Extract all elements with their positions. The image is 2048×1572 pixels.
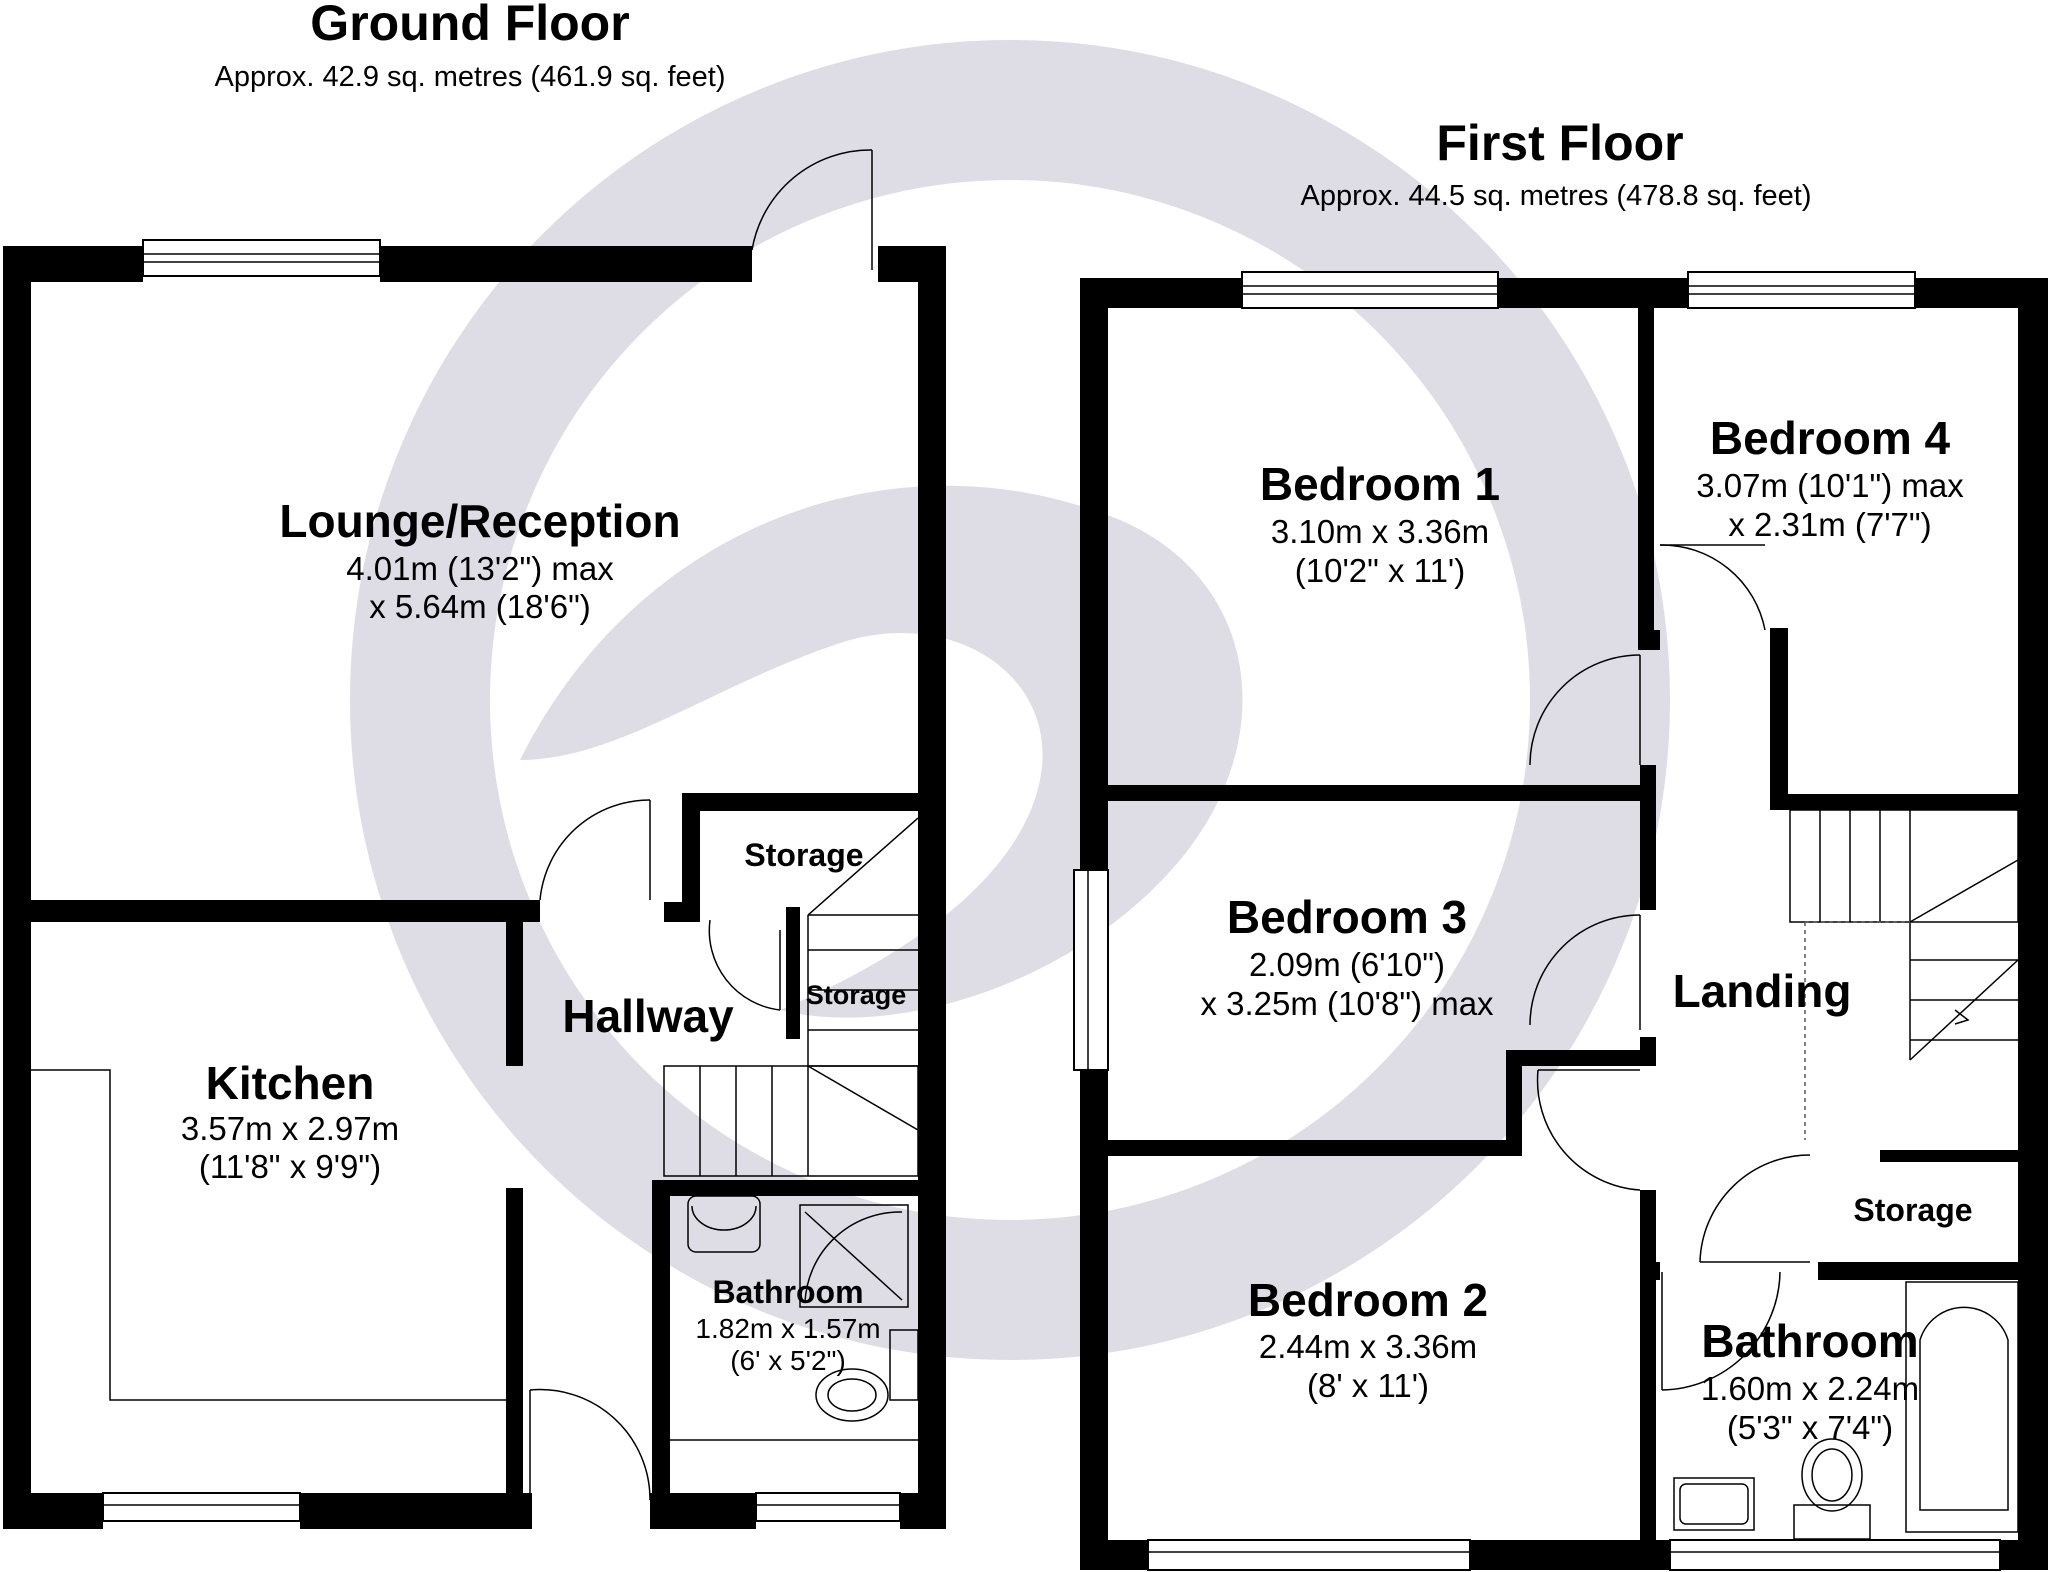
bedroom4-name: Bedroom 4 xyxy=(1710,412,1951,464)
bedroom1-dim2: (10'2" x 11') xyxy=(1295,552,1465,589)
bedroom2-dim2: (8' x 11') xyxy=(1307,1367,1429,1404)
first-storage-name: Storage xyxy=(1853,1192,1972,1228)
bedroom1-dim1: 3.10m x 3.36m xyxy=(1271,513,1489,550)
ground-floor-area: Approx. 42.9 sq. metres (461.9 sq. feet) xyxy=(215,61,726,93)
first-floor-plan: First Floor Approx. 44.5 sq. metres (478… xyxy=(1073,115,2048,1571)
first-bathroom-dim1: 1.60m x 2.24m xyxy=(1701,1370,1919,1407)
storage-a-name: Storage xyxy=(744,837,863,873)
landing-name: Landing xyxy=(1673,965,1852,1017)
ground-bathroom-dim2: (6' x 5'2") xyxy=(730,1345,846,1376)
bedroom4-dim2: x 2.31m (7'7") xyxy=(1728,506,1931,543)
hallway-name: Hallway xyxy=(562,990,734,1042)
bedroom2-dim1: 2.44m x 3.36m xyxy=(1259,1328,1477,1365)
first-bathroom-dim2: (5'3" x 7'4") xyxy=(1727,1409,1893,1446)
kitchen-dim2: (11'8" x 9'9") xyxy=(199,1148,381,1185)
bedroom3-dim2: x 3.25m (10'8") max xyxy=(1200,985,1494,1022)
ground-bathroom-name: Bathroom xyxy=(712,1274,863,1310)
lounge-dim2: x 5.64m (18'6") xyxy=(369,588,591,625)
bedroom1-name: Bedroom 1 xyxy=(1260,458,1500,510)
kitchen-dim1: 3.57m x 2.97m xyxy=(181,1110,399,1147)
kitchen-name: Kitchen xyxy=(206,1057,375,1109)
ground-bathroom-dim1: 1.82m x 1.57m xyxy=(695,1313,880,1344)
first-floor-title: First Floor xyxy=(1436,115,1683,171)
ground-floor-plan: Ground Floor Approx. 42.9 sq. metres (46… xyxy=(3,0,946,1529)
circle-logo-watermark xyxy=(350,40,1670,1360)
ground-bathroom-fixtures xyxy=(670,1195,919,1441)
storage-b-name: Storage xyxy=(806,980,907,1010)
first-stairs xyxy=(1789,809,2019,1140)
lounge-dim1: 4.01m (13'2") max xyxy=(346,550,614,587)
ground-stairs xyxy=(663,817,919,1177)
first-bathroom-fixtures xyxy=(1673,1281,2019,1540)
bedroom4-dim1: 3.07m (10'1") max xyxy=(1696,467,1964,504)
bedroom3-name: Bedroom 3 xyxy=(1227,891,1467,943)
first-bathroom-name: Bathroom xyxy=(1701,1315,1918,1367)
bedroom2-name: Bedroom 2 xyxy=(1248,1274,1488,1326)
lounge-name: Lounge/Reception xyxy=(279,495,680,547)
ground-floor-title: Ground Floor xyxy=(310,0,629,51)
first-floor-area: Approx. 44.5 sq. metres (478.8 sq. feet) xyxy=(1301,180,1812,212)
bedroom3-dim1: 2.09m (6'10") xyxy=(1249,946,1445,983)
